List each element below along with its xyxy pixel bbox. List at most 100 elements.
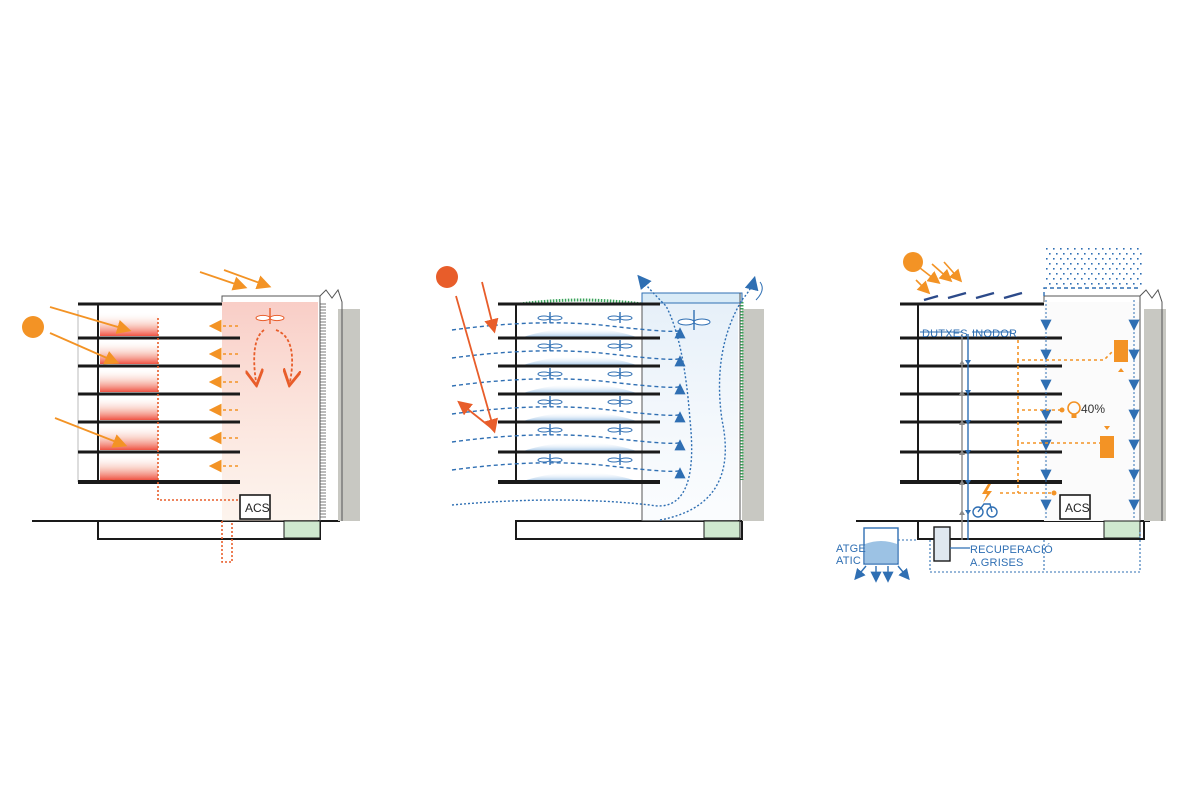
bicycle-icon (972, 503, 998, 518)
rain-drop (1074, 248, 1076, 250)
inodor-label: INODOR (972, 328, 1017, 340)
tank-icon (933, 526, 951, 562)
ceiling-fans (537, 312, 633, 465)
rain-drop (1046, 268, 1048, 270)
riser-arrow (965, 390, 971, 395)
percent-label: 40% (1081, 402, 1105, 416)
rain-drop (1088, 258, 1090, 260)
rain-drop (1116, 278, 1118, 280)
stack-effect-loop (451, 274, 693, 507)
rain-drop (1116, 258, 1118, 260)
fan-blade (537, 315, 551, 321)
rain-drop (1063, 283, 1065, 285)
ceiling-fan-icon (537, 368, 563, 379)
rain-drop (1126, 273, 1128, 275)
fan-icon (255, 308, 285, 324)
rain-drop (1070, 283, 1072, 285)
rain-drop (1133, 283, 1135, 285)
heat-glow (100, 396, 158, 420)
fan-blade (549, 427, 563, 433)
rain-drop (1105, 273, 1107, 275)
rain-drop (1060, 248, 1062, 250)
fan-blade (537, 457, 551, 463)
fan-blade (619, 399, 633, 405)
rain-drop (1095, 278, 1097, 280)
rain-drop (1098, 253, 1100, 255)
rain-drop (1091, 273, 1093, 275)
airflow-lines (451, 322, 686, 479)
rain-drop (1119, 283, 1121, 285)
rain-drop (1084, 253, 1086, 255)
rain-drop (1074, 268, 1076, 270)
rain-drop (1056, 273, 1058, 275)
panel-water-energy: DUTXES INODOR 40% (836, 248, 1166, 583)
rain-icon (1046, 248, 1142, 285)
rain-drop (1112, 263, 1114, 265)
heat-glow (100, 340, 158, 364)
riser-arrow (959, 510, 965, 515)
rain-drop (1056, 283, 1058, 285)
sun-icon (22, 316, 44, 338)
riser-arrow (959, 390, 965, 395)
panel-ventilation (436, 266, 764, 540)
rain-drop (1123, 258, 1125, 260)
ceiling-fan-icon (607, 396, 633, 407)
rain-drop (1074, 278, 1076, 280)
rain-drop (1095, 248, 1097, 250)
rain-drop (1056, 253, 1058, 255)
heat-glow (100, 368, 158, 392)
rain-drop (1133, 273, 1135, 275)
fan-blade (607, 371, 621, 377)
dutxes-label: DUTXES (922, 328, 968, 340)
green-patch (703, 520, 741, 539)
fan-blade (619, 427, 633, 433)
riser-arrow (965, 480, 971, 485)
rain-drop (1088, 268, 1090, 270)
fan-blade (607, 343, 621, 349)
riser-arrow (959, 450, 965, 455)
rain-drop (1088, 278, 1090, 280)
rain-drop (1130, 268, 1132, 270)
basement (515, 520, 743, 540)
rain-drop (1102, 278, 1104, 280)
rain-drop (1056, 263, 1058, 265)
rain-drop (1137, 278, 1139, 280)
rain-drop (1140, 283, 1142, 285)
green-roof (519, 298, 643, 306)
tank-label-2: ATIC (836, 555, 861, 567)
rain-drop (1112, 283, 1114, 285)
rain-drop (1126, 263, 1128, 265)
atrium-cooled (642, 302, 738, 521)
airflow-line (451, 378, 686, 395)
rain-drop (1077, 283, 1079, 285)
rain-drop (1077, 273, 1079, 275)
rain-drop (1049, 253, 1051, 255)
rain-drop (1130, 258, 1132, 260)
heat-return-arrows (208, 319, 238, 473)
basement (917, 520, 1145, 540)
rain-drop (1060, 278, 1062, 280)
rain-drop (1109, 268, 1111, 270)
rain-drop (1105, 253, 1107, 255)
rain-drop (1053, 248, 1055, 250)
fan-blade (537, 427, 551, 433)
airflow-line (451, 434, 686, 451)
neighbour-building (338, 309, 360, 521)
heat-glow (100, 424, 158, 450)
ceiling-fan-icon (607, 368, 633, 379)
rain-drop (1053, 268, 1055, 270)
rain-drop (1046, 258, 1048, 260)
solar-rays (49, 269, 272, 448)
rain-drop (1067, 268, 1069, 270)
cool-glow (520, 328, 640, 338)
rain-drop (1116, 248, 1118, 250)
riser-arrow (959, 480, 965, 485)
rain-drop (1084, 283, 1086, 285)
rain-drop (1098, 283, 1100, 285)
fan-blade (537, 371, 551, 377)
fan-blade (549, 371, 563, 377)
floor-slabs (498, 302, 660, 484)
rain-drop (1109, 278, 1111, 280)
ceiling-fan-icon (607, 312, 633, 323)
irrigation-arrows (854, 565, 910, 583)
